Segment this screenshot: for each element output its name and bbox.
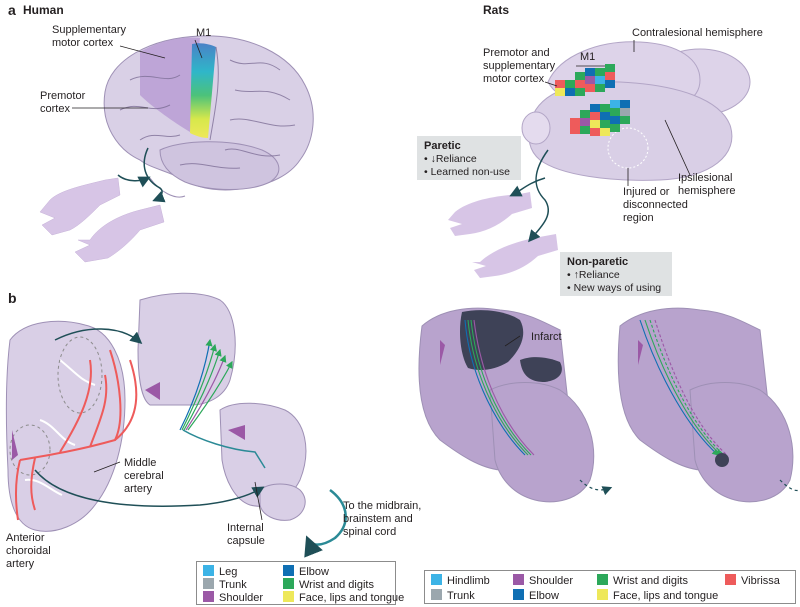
rat-paws — [448, 192, 558, 278]
label-anterior-choroidal-artery: Anterior choroidal artery — [6, 532, 51, 570]
legend-rat: Hindlimb Shoulder Wrist and digits Vibri… — [424, 570, 796, 604]
swatch — [513, 574, 524, 585]
human-hands — [39, 177, 165, 263]
legend-item-vibrissa: Vibrissa — [725, 574, 780, 587]
label-supplementary-motor-cortex: Supplementary motor cortex — [52, 24, 126, 49]
swatch — [513, 589, 524, 600]
rats-heading: Rats — [483, 3, 510, 17]
panel-a-letter: a — [8, 2, 16, 18]
legend-item-trunk: Trunk — [431, 589, 475, 602]
label-m1-human: M1 — [196, 27, 212, 39]
legend-item-shoulder: Shoulder — [203, 591, 263, 604]
label-ipsilesional: Ipsilesional hemisphere — [678, 172, 736, 197]
legend-item-face: Face, lips and tongue — [597, 589, 718, 602]
legend-item-trunk: Trunk — [203, 578, 247, 591]
legend-item-leg: Leg — [203, 565, 237, 578]
swatch — [283, 591, 294, 602]
swatch — [597, 574, 608, 585]
swatch — [203, 578, 214, 589]
label-contralesional: Contralesional hemisphere — [632, 27, 763, 39]
rat-coronal-infarct — [418, 307, 613, 503]
label-premotor-cortex: Premotor cortex — [40, 90, 86, 115]
rat-motor-map-contralesional — [555, 64, 615, 96]
human-brain — [103, 35, 314, 198]
rat-brain — [521, 41, 751, 181]
legend-item-elbow: Elbow — [513, 589, 559, 602]
label-to-midbrain: To the midbrain, brainstem and spinal co… — [343, 500, 422, 538]
rat-coronal-recovery — [617, 307, 800, 503]
legend-item-elbow: Elbow — [283, 565, 329, 578]
swatch — [283, 565, 294, 576]
label-premotor-supplementary: Premotor and supplementary motor cortex — [483, 47, 556, 85]
label-m1-rat: M1 — [580, 51, 596, 63]
label-injured-region: Injured or disconnected region — [623, 186, 688, 224]
legend-item-face: Face, lips and tongue — [283, 591, 404, 604]
panel-b-letter: b — [8, 290, 17, 306]
swatch — [431, 589, 442, 600]
swatch — [597, 589, 608, 600]
swatch — [203, 591, 214, 602]
label-middle-cerebral-artery: Middle cerebral artery — [124, 457, 164, 495]
human-tract-fibers — [179, 338, 233, 431]
paretic-callout: Paretic • ↓Reliance • Learned non-use — [417, 136, 521, 180]
middle-cerebral-artery — [14, 349, 138, 521]
swatch — [283, 578, 294, 589]
human-heading: Human — [23, 3, 64, 17]
label-internal-capsule: Internal capsule — [227, 522, 265, 547]
legend-item-wrist: Wrist and digits — [597, 574, 688, 587]
rat-motor-map-ipsilesional — [570, 100, 630, 136]
legend-human: Leg Elbow Trunk Wrist and digits Shoulde… — [196, 561, 404, 605]
human-coronal-detail — [137, 292, 307, 521]
legend-item-wrist: Wrist and digits — [283, 578, 374, 591]
legend-item-shoulder: Shoulder — [513, 574, 573, 587]
swatch — [203, 565, 214, 576]
label-infarct: Infarct — [531, 331, 562, 343]
nonparetic-callout: Non-paretic • ↑Reliance • New ways of us… — [560, 252, 672, 296]
swatch — [431, 574, 442, 585]
swatch — [725, 574, 736, 585]
human-coronal-large — [5, 320, 126, 532]
legend-item-hindlimb: Hindlimb — [431, 574, 490, 587]
